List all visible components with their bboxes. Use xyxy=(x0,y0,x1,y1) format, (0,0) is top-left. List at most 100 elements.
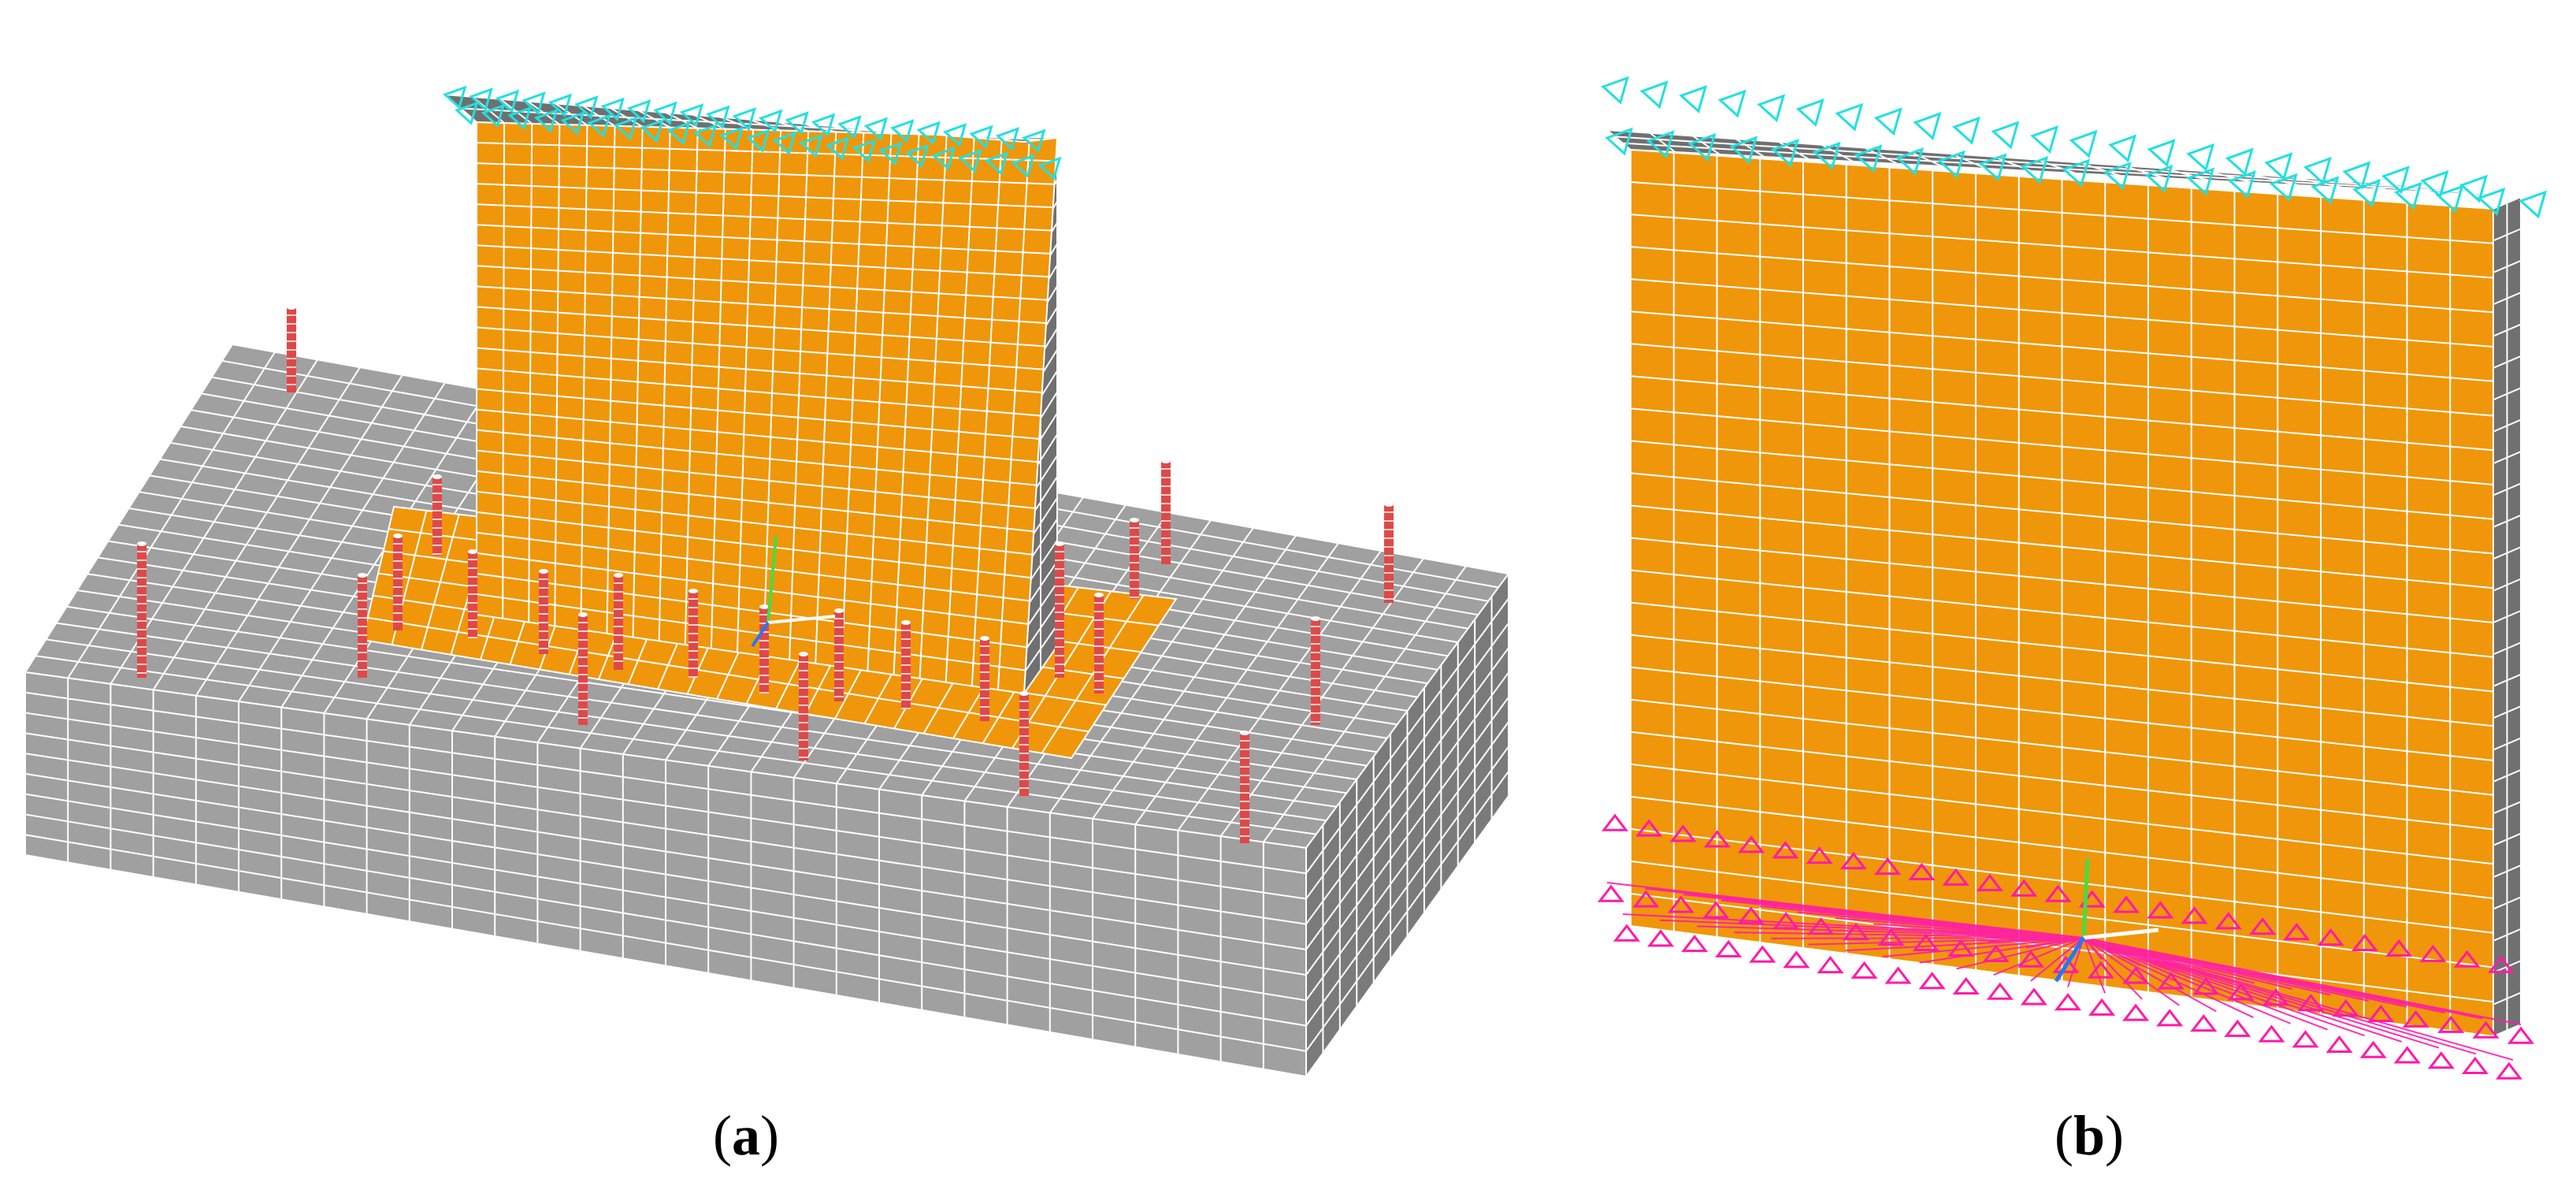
anchor-front-8 xyxy=(759,604,769,693)
anchor-front-6-bar xyxy=(614,575,623,670)
axis-x-b xyxy=(2083,928,2159,940)
wall-b-side-face-mesh xyxy=(2492,203,2522,1031)
anchor-back-3-cap xyxy=(1161,459,1171,463)
caption-a: (a) xyxy=(713,1103,779,1169)
anchor-back-1 xyxy=(287,305,296,392)
anchor-front-7 xyxy=(689,589,698,678)
axis-y-b xyxy=(2081,858,2090,939)
anchor-front-11-ticks xyxy=(980,645,989,716)
anchor-front-1-ticks xyxy=(137,551,147,674)
bottom-support-b-row-3-shapes xyxy=(1613,924,2523,1080)
anchor-front-5 xyxy=(539,569,548,654)
anchor-back-4-cap xyxy=(1384,502,1394,507)
anchor-front-2 xyxy=(358,573,367,678)
anchor-front-5-cap xyxy=(539,569,548,574)
top-support-b-row-1 xyxy=(1601,76,2489,203)
anchor-front-12-bar xyxy=(1055,544,1064,678)
anchor-front-6 xyxy=(614,573,623,670)
top-support-b-row-1-shapes xyxy=(1601,76,2489,203)
axis-z-a xyxy=(751,621,770,648)
anchor-front-16-bar xyxy=(1094,595,1104,693)
anchor-back-4 xyxy=(1384,502,1394,603)
wall-front-face-mesh xyxy=(476,122,1056,690)
anchor-front-3-ticks xyxy=(393,543,403,623)
anchor-front-2-cap xyxy=(358,573,367,578)
anchor-front-18-ticks xyxy=(1240,740,1249,837)
anchor-front-14-ticks xyxy=(799,661,808,758)
anchor-front-10 xyxy=(901,620,911,709)
caption-b: (b) xyxy=(2054,1103,2124,1169)
anchor-front-15 xyxy=(1019,691,1029,796)
anchor-front-3-cap xyxy=(393,534,403,538)
anchor-front-6-cap xyxy=(614,573,623,578)
anchor-front-17-bar xyxy=(1311,619,1320,725)
anchor-back-3-ticks xyxy=(1161,468,1171,556)
anchor-front-4-cap xyxy=(468,549,477,554)
anchor-front-18-bar xyxy=(1240,733,1249,843)
anchor-front-15-cap xyxy=(1019,691,1029,696)
axis-triad-b xyxy=(2054,858,2159,983)
wall-b-front-face-mesh xyxy=(1630,152,2494,1031)
anchor-front-5-bar xyxy=(539,571,548,654)
panel-a-soil-wall-model xyxy=(24,85,1510,1080)
anchor-back-4-bar xyxy=(1384,504,1394,603)
anchor-front-5-ticks xyxy=(539,578,548,649)
wall-b-top-face xyxy=(1604,128,2522,198)
bottom-support-b-row-3 xyxy=(1613,924,2523,1080)
bottom-support-b-row-1 xyxy=(1597,884,2535,1044)
caption-b-close: ) xyxy=(2105,1104,2125,1167)
anchor-front-15-ticks xyxy=(1019,701,1029,789)
anchor-front-11 xyxy=(980,636,989,721)
anchor-front-4 xyxy=(468,549,477,638)
anchor-front-8-cap xyxy=(759,604,769,609)
caption-a-close: ) xyxy=(759,1104,779,1167)
anchor-front-14-bar xyxy=(799,654,808,760)
anchor-front-14-cap xyxy=(799,652,808,656)
anchor-back-5-bar xyxy=(1130,520,1139,599)
anchor-front-18 xyxy=(1240,731,1249,843)
anchor-front-13-ticks xyxy=(578,622,588,719)
anchor-front-4-ticks xyxy=(468,559,477,638)
axis-z-b xyxy=(2054,936,2086,983)
axis-y-a xyxy=(766,535,778,623)
bottom-support-b-row-2 xyxy=(1601,813,2515,973)
anchor-front-12-cap xyxy=(1055,541,1064,546)
anchor-front-10-ticks xyxy=(901,630,911,709)
soil-side-face xyxy=(1305,571,1509,1080)
top-support-b-row-2 xyxy=(1605,127,2548,219)
anchor-front-8-ticks xyxy=(759,614,769,693)
bottom-support-b-row-2-shapes xyxy=(1601,813,2515,973)
anchor-front-13-cap xyxy=(578,612,588,617)
anchor-front-2-ticks xyxy=(358,582,367,671)
anchor-back-4-ticks xyxy=(1384,511,1394,600)
top-support-row-1-shapes xyxy=(443,85,1046,153)
anchor-front-14 xyxy=(799,652,808,760)
soil-front-face-mesh xyxy=(24,678,1307,1069)
wall-b-front-face xyxy=(1630,148,2494,1038)
anchor-back-5-ticks xyxy=(1130,527,1139,598)
top-support-b-row-2-shapes xyxy=(1605,127,2548,219)
anchor-back-5-cap xyxy=(1130,518,1139,522)
anchor-front-10-cap xyxy=(901,620,911,625)
anchor-front-9 xyxy=(834,608,844,701)
anchor-front-17-cap xyxy=(1311,616,1320,621)
bottom-support-b-row-1-shapes xyxy=(1597,884,2535,1044)
anchor-front-1-bar xyxy=(137,544,147,678)
anchor-back-1-ticks xyxy=(287,314,296,385)
anchor-front-16 xyxy=(1094,593,1104,693)
anchor-back-2-bar xyxy=(432,477,442,556)
wall-b-side-face xyxy=(2492,195,2522,1038)
top-support-row-2-shapes xyxy=(455,101,1062,180)
anchor-front-17 xyxy=(1311,616,1320,725)
anchor-front-1-cap xyxy=(137,541,147,546)
caption-a-open: ( xyxy=(713,1104,732,1167)
anchor-front-3 xyxy=(393,534,403,630)
anchor-front-9-cap xyxy=(834,608,844,613)
anchor-back-2-cap xyxy=(432,474,442,479)
anchor-front-7-cap xyxy=(689,589,698,593)
caption-b-open: ( xyxy=(2054,1104,2073,1167)
anchor-front-17-ticks xyxy=(1311,626,1320,723)
anchor-front-16-cap xyxy=(1094,593,1104,597)
anchor-front-12-ticks xyxy=(1055,551,1064,674)
